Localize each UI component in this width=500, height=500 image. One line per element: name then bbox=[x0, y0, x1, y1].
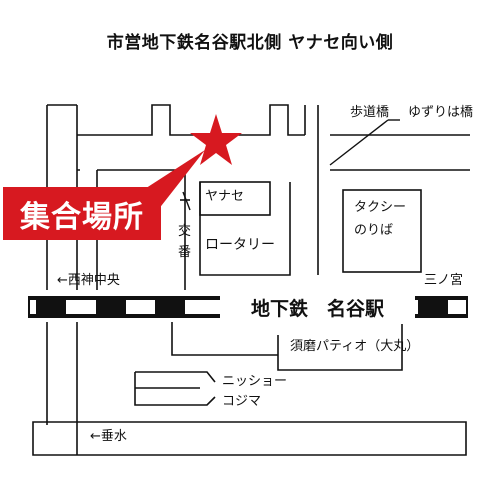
label-nissho: ニッショー bbox=[222, 374, 288, 389]
nissho-kojima-block bbox=[134, 371, 200, 406]
taxi-stand-block bbox=[342, 189, 422, 273]
rotary-outline bbox=[199, 182, 291, 276]
road-patio-right bbox=[277, 322, 403, 371]
label-taxi-1: タクシー bbox=[354, 200, 407, 215]
road-right-top bbox=[304, 105, 319, 275]
station-label: 地下鉄 名谷駅 bbox=[220, 290, 415, 324]
label-kojima: コジマ bbox=[222, 394, 262, 409]
label-koban-2: 番 bbox=[178, 245, 192, 260]
star-icon bbox=[190, 114, 242, 165]
label-yuzuriha-bridge: ゆずりは橋 bbox=[408, 105, 474, 120]
road-left-vertical-lower bbox=[46, 322, 78, 455]
label-seishin-chuo: ←西神中央 bbox=[57, 273, 120, 288]
label-tarumi: ←垂水 bbox=[90, 429, 127, 444]
road-tarumi bbox=[32, 421, 467, 456]
map-title: 市営地下鉄名谷駅北側 ヤナセ向い側 bbox=[106, 33, 394, 53]
footbridge-line bbox=[329, 119, 389, 166]
label-yanase: ヤナセ bbox=[205, 189, 245, 204]
road-patio-left bbox=[171, 322, 278, 356]
meeting-point-label: 集合場所 bbox=[3, 187, 161, 240]
koban-leader bbox=[182, 191, 191, 211]
label-footbridge: 歩道橋 bbox=[350, 105, 390, 120]
label-rotary: ロータリー bbox=[205, 237, 275, 253]
label-sannomiya: 三ノ宮 bbox=[424, 273, 464, 288]
label-koban-1: 交 bbox=[178, 224, 192, 239]
label-taxi-2: のりば bbox=[354, 223, 394, 238]
label-suma-patio: 須磨パティオ（大丸） bbox=[290, 339, 420, 354]
